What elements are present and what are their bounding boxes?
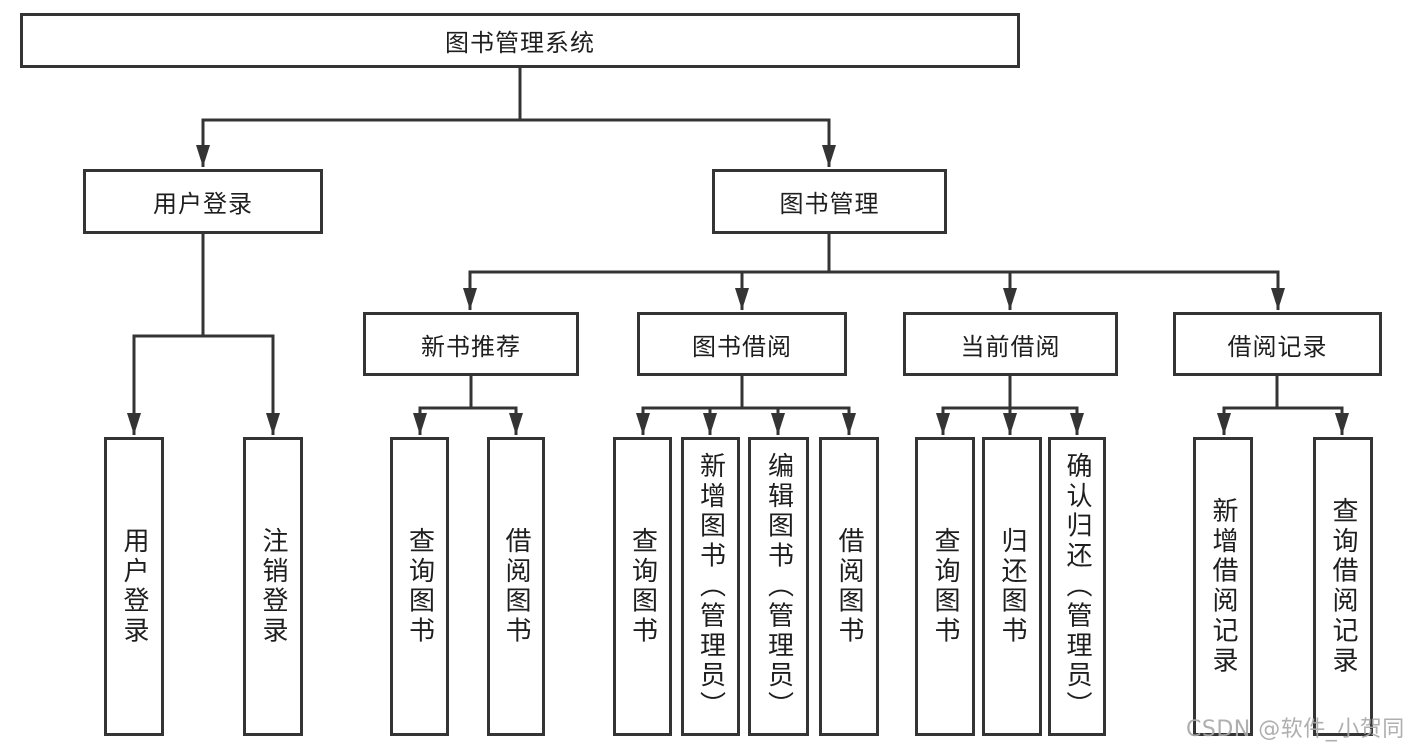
- connector-current-borrow: [936, 376, 1084, 435]
- connector-book-management: [463, 234, 1285, 310]
- leaf-label: 查询借阅记录: [1328, 496, 1358, 677]
- node-leaf-current-return: 归还图书: [982, 437, 1042, 736]
- leaf-label: 注销登录: [258, 526, 288, 647]
- node-leaf-borrow-borrow: 借阅图书: [819, 437, 879, 736]
- node-leaf-borrow-edit-admin: 编辑图书（管理员）: [748, 437, 809, 736]
- node-user-login: 用户登录: [83, 169, 323, 234]
- node-leaf-records-add: 新增借阅记录: [1193, 437, 1253, 736]
- node-leaf-newbook-query: 查询图书: [390, 437, 449, 736]
- node-book-management: 图书管理: [712, 169, 947, 234]
- node-user-login-label: 用户登录: [153, 190, 253, 218]
- node-current-borrow-label: 当前借阅: [960, 332, 1061, 361]
- leaf-label: 新增借阅记录: [1208, 496, 1238, 677]
- csdn-watermark: CSDN @软件_小贺同学: [1186, 717, 1405, 742]
- node-book-borrow: 图书借阅: [637, 312, 847, 376]
- node-new-book-recommend: 新书推荐: [363, 312, 579, 376]
- leaf-label: 归还图书: [997, 526, 1027, 647]
- connector-user-login: [127, 233, 280, 435]
- leaf-label: 新增图书（管理员）: [695, 451, 726, 722]
- connector-root: [196, 68, 836, 167]
- connector-borrow-records: [1217, 376, 1349, 435]
- leaf-label: 借阅图书: [834, 526, 864, 647]
- node-root-label: 图书管理系统: [445, 29, 595, 57]
- leaf-label: 编辑图书（管理员）: [763, 451, 794, 722]
- node-leaf-borrow-query: 查询图书: [613, 437, 672, 736]
- node-leaf-records-query: 查询借阅记录: [1313, 437, 1373, 736]
- node-root: 图书管理系统: [20, 13, 1020, 68]
- node-leaf-current-query: 查询图书: [915, 437, 975, 736]
- leaf-label: 用户登录: [119, 526, 149, 647]
- node-borrow-records: 借阅记录: [1173, 312, 1382, 376]
- node-leaf-current-confirm-admin: 确认归还（管理员）: [1048, 437, 1106, 736]
- leaf-label: 查询图书: [627, 526, 658, 647]
- node-current-borrow: 当前借阅: [903, 312, 1118, 376]
- node-leaf-borrow-add-admin: 新增图书（管理员）: [681, 437, 740, 736]
- leaf-label: 查询图书: [930, 526, 960, 647]
- node-new-book-recommend-label: 新书推荐: [421, 332, 521, 361]
- node-leaf-user-login: 用户登录: [104, 437, 164, 736]
- node-book-borrow-label: 图书借阅: [692, 332, 792, 361]
- node-leaf-newbook-borrow: 借阅图书: [487, 437, 545, 736]
- leaf-label: 查询图书: [404, 526, 435, 647]
- connector-new-book-recommend: [413, 376, 523, 435]
- node-borrow-records-label: 借阅记录: [1227, 332, 1328, 361]
- node-leaf-logout: 注销登录: [243, 437, 303, 736]
- connector-book-borrow: [636, 376, 856, 435]
- node-book-management-label: 图书管理: [779, 190, 880, 218]
- leaf-label: 确认归还（管理员）: [1062, 451, 1092, 722]
- leaf-label: 借阅图书: [501, 526, 531, 647]
